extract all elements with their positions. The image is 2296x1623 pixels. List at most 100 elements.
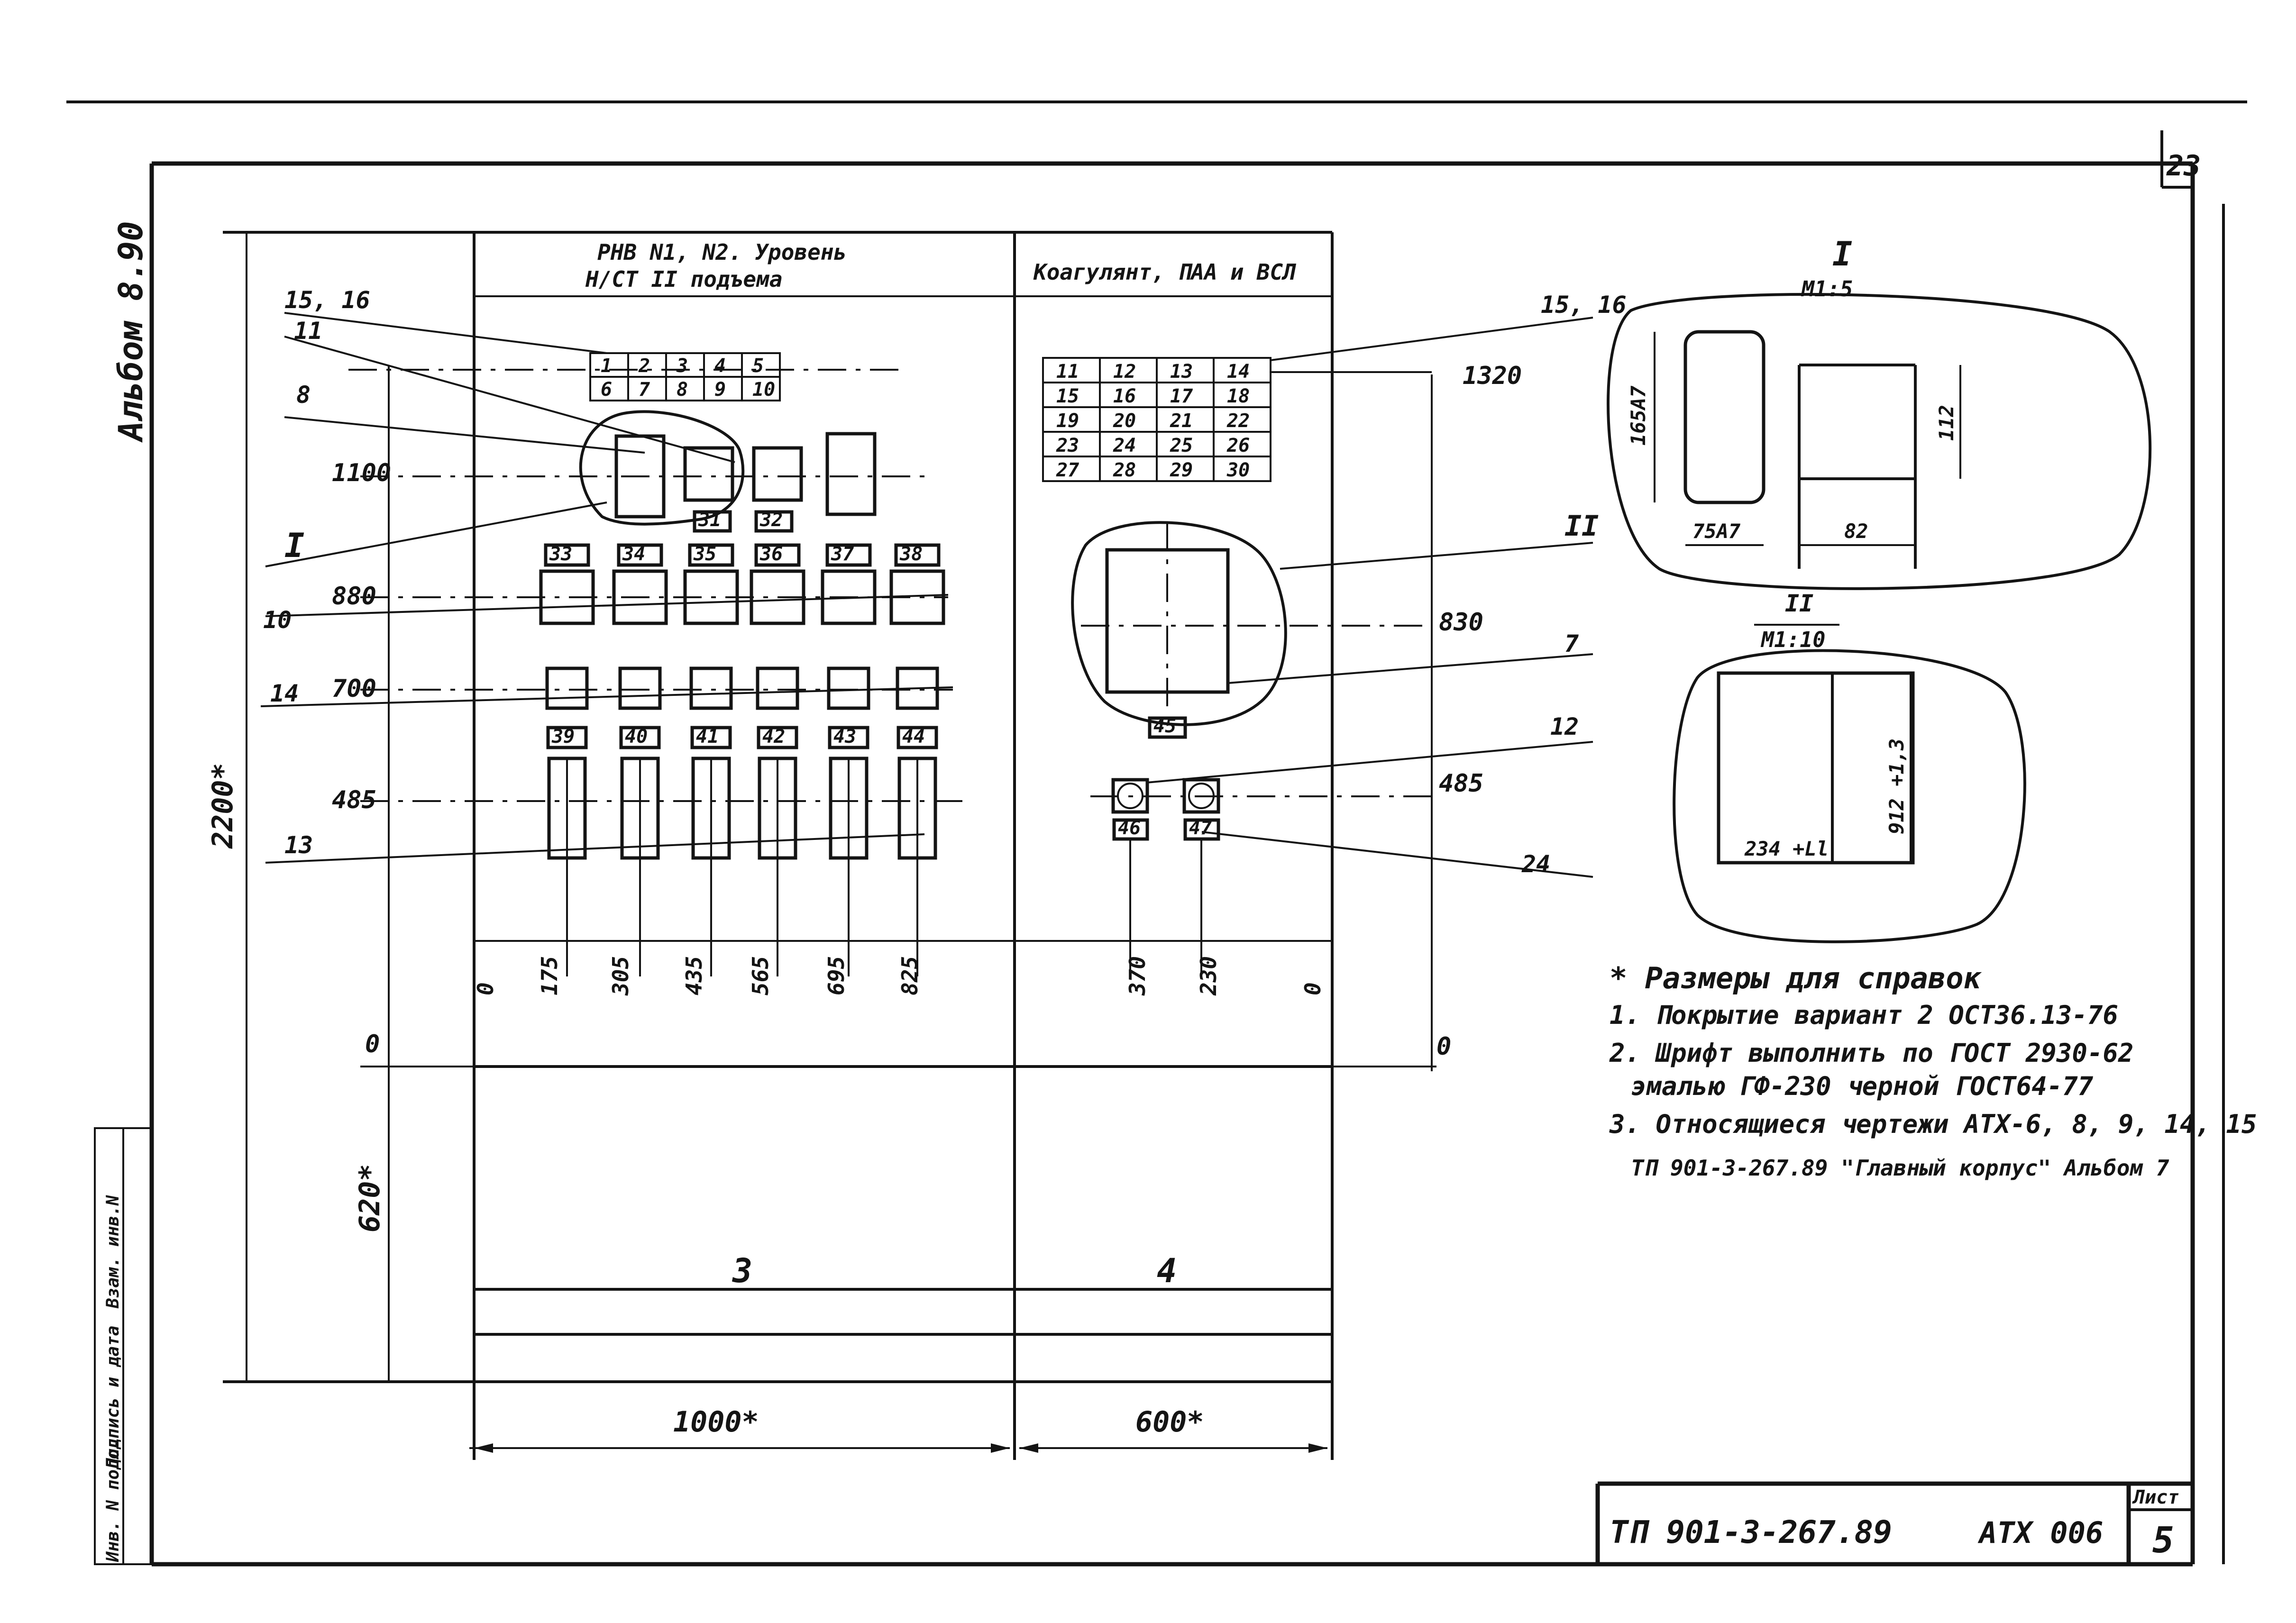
left-panel-header-line1: РНВ N1, N2. Уровень bbox=[597, 239, 847, 265]
instrument-box bbox=[618, 666, 662, 710]
tag-label: 46 bbox=[1118, 817, 1141, 839]
nameplate-cell-label: 28 bbox=[1113, 459, 1136, 481]
level-label-left: 485 bbox=[332, 786, 376, 814]
nameplate-cell-label: 21 bbox=[1170, 410, 1193, 432]
tag-label: 41 bbox=[696, 726, 719, 748]
nameplate-cell-label: 8 bbox=[677, 379, 688, 401]
right-section-number: 4 bbox=[1157, 1251, 1177, 1290]
detail-I-height-dim: 165А7 bbox=[1627, 385, 1650, 446]
tag-label-frame bbox=[1112, 818, 1149, 841]
detail-I-outline-on-panel bbox=[579, 410, 745, 526]
nameplate-cell-label: 24 bbox=[1113, 435, 1136, 456]
detail-I-title: I bbox=[1832, 235, 1852, 274]
nameplate-cell-label: 7 bbox=[639, 379, 650, 401]
note-1: 1. Покрытие вариант 2 ОСТ36.13-76 bbox=[1610, 1000, 2118, 1030]
left-panel-header-line2: Н/СТ II подъема bbox=[585, 266, 782, 292]
width-dimensions bbox=[469, 1443, 1327, 1453]
tag-label: 33 bbox=[549, 543, 572, 565]
nameplate-cell-label: 2 bbox=[638, 355, 650, 377]
side-stamp: Инв. N подл. Подпись и дата Взам. инв.N bbox=[94, 1127, 153, 1565]
tag-label: 45 bbox=[1153, 715, 1176, 737]
height-base-dimension: 620* bbox=[353, 1164, 386, 1233]
nameplate-cell bbox=[741, 376, 781, 401]
dim-label-left: 825 bbox=[897, 956, 923, 995]
detail-II-scale: М1:10 bbox=[1760, 627, 1825, 652]
tag-label-frame bbox=[544, 543, 590, 567]
detail-II-height-dim: 912 +1,3 bbox=[1885, 739, 1908, 834]
detail-II-width-dim: 234 +Ll bbox=[1744, 837, 1829, 860]
detail-II-title: II bbox=[1785, 590, 1813, 617]
tag-label: 37 bbox=[831, 543, 854, 565]
dim-label-right: 230 bbox=[1196, 956, 1221, 996]
nameplate-cell-label: 18 bbox=[1227, 385, 1250, 407]
callout-10: 10 bbox=[263, 606, 292, 634]
dim-label-right: 0 bbox=[1300, 982, 1326, 995]
stamp-signature-date: Подпись и дата bbox=[103, 1326, 123, 1469]
detail-II-view bbox=[1673, 624, 2026, 943]
callout-12: 12 bbox=[1550, 713, 1579, 740]
callout-I: I bbox=[284, 526, 304, 565]
tag-label-frame bbox=[754, 510, 794, 533]
tag-label-frame bbox=[690, 726, 732, 749]
callout-14: 14 bbox=[270, 680, 299, 707]
callout-8: 8 bbox=[296, 381, 311, 409]
tag-label-frame bbox=[617, 543, 663, 567]
callout-II: II bbox=[1564, 510, 1599, 543]
indicator-lamps bbox=[1090, 778, 1432, 814]
instrument-box bbox=[827, 666, 870, 710]
instrument-box bbox=[825, 432, 877, 516]
tag-label: 44 bbox=[902, 726, 925, 748]
detail-I-scale: М1:5 bbox=[1801, 276, 1853, 301]
left-section-number: 3 bbox=[732, 1251, 752, 1290]
title-drawing-code: АТХ 006 bbox=[1977, 1515, 2103, 1550]
level-label-right: 0 bbox=[1436, 1032, 1451, 1061]
nameplate-cell-label: 15 bbox=[1056, 385, 1079, 407]
nameplate-cell-label: 3 bbox=[676, 355, 688, 377]
level-label-left: 700 bbox=[332, 675, 376, 703]
nameplate-cell-label: 20 bbox=[1113, 410, 1136, 432]
level-label-left: 1100 bbox=[332, 459, 391, 487]
dim-label-left: 175 bbox=[537, 956, 562, 995]
instrument-box bbox=[756, 666, 799, 710]
note-2: 2. Шрифт выполнить по ГОСТ 2930-62 bbox=[1609, 1038, 2133, 1068]
nameplate-cell bbox=[1213, 456, 1271, 482]
tag-label-frame bbox=[754, 543, 801, 567]
tag-label-frame bbox=[688, 543, 734, 567]
height-dimensions bbox=[246, 232, 1436, 1382]
instrument-box bbox=[752, 446, 803, 502]
nameplate-cell-label: 19 bbox=[1056, 410, 1079, 432]
callout-15-16-right: 15, 16 bbox=[1541, 291, 1627, 319]
detail-I-plate-height-dim: 112 bbox=[1935, 405, 1958, 441]
title-block bbox=[1595, 1481, 2193, 1564]
dim-label-right: 370 bbox=[1125, 956, 1150, 996]
level-label-left: 0 bbox=[365, 1030, 380, 1058]
height-total-dimension: 2200* bbox=[206, 763, 239, 849]
tag-label: 36 bbox=[759, 543, 783, 565]
callout-15-16-left: 15, 16 bbox=[284, 286, 370, 314]
album-label: Альбом 8.90 bbox=[111, 221, 150, 443]
title-sheet-number: 5 bbox=[2152, 1519, 2174, 1561]
nameplate-cell-label: 4 bbox=[714, 355, 726, 377]
tag-label-frame bbox=[894, 543, 941, 567]
stamp-inv-no: Инв. N подл. bbox=[103, 1439, 123, 1562]
tag-label-frame bbox=[619, 726, 661, 749]
tag-label: 43 bbox=[833, 726, 856, 748]
dim-label-left: 695 bbox=[823, 956, 849, 995]
tag-label: 40 bbox=[625, 726, 648, 748]
nameplate-cell-label: 1 bbox=[601, 355, 612, 377]
instrument-box bbox=[683, 446, 734, 502]
sheet-number-corner: 23 bbox=[2166, 149, 2201, 182]
callout-7: 7 bbox=[1564, 630, 1579, 657]
nameplate-cell-label: 14 bbox=[1227, 361, 1250, 383]
nameplate-cell-label: 17 bbox=[1170, 385, 1193, 407]
tag-label: 47 bbox=[1189, 817, 1212, 839]
nameplate-cell-label: 25 bbox=[1170, 435, 1193, 456]
tag-label-frame bbox=[828, 726, 869, 749]
note-2-cont: эмалью ГФ-230 черной ГОСТ64-77 bbox=[1631, 1071, 2094, 1101]
callout-11: 11 bbox=[294, 317, 322, 345]
nameplate-cell-label: 29 bbox=[1170, 459, 1193, 481]
level-label-right: 485 bbox=[1439, 769, 1483, 798]
instrument-box bbox=[545, 666, 589, 710]
